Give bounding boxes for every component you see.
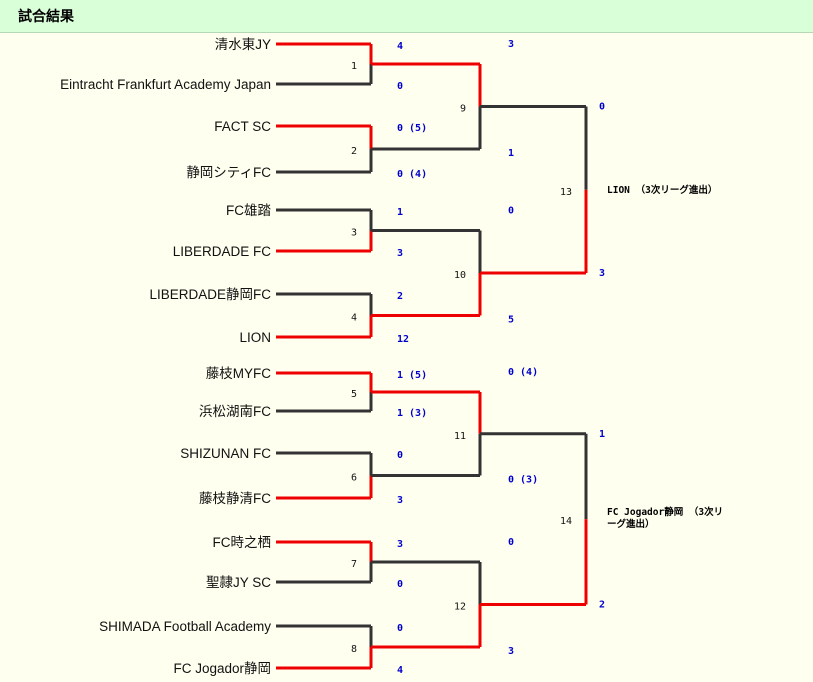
team-name: LION — [239, 330, 271, 345]
match-13-score-top: 0 — [599, 102, 605, 113]
team-name: SHIZUNAN FC — [180, 446, 271, 461]
match-10-number: 10 — [454, 270, 466, 281]
match-13-number: 13 — [560, 187, 572, 198]
match-6-score-bottom: 3 — [397, 495, 403, 506]
team-name: 藤枝静清FC — [199, 491, 271, 506]
match-11-score-bottom: 0 (3) — [508, 475, 538, 486]
match-13-score-bottom: 3 — [599, 268, 605, 279]
block-winner-label-line2: ーグ進出） — [607, 518, 655, 530]
match-4-score-bottom: 12 — [397, 334, 409, 345]
team-name: FC時之栖 — [213, 535, 272, 550]
match-2-score-top: 0 (5) — [397, 123, 427, 134]
team-name: 静岡シティFC — [186, 165, 271, 180]
page-header: 試合結果 — [0, 0, 813, 33]
match-7-score-bottom: 0 — [397, 579, 403, 590]
block-winner-label: LION （3次リーグ進出） — [607, 184, 717, 196]
match-9-score-top: 3 — [508, 39, 514, 50]
match-14-number: 14 — [560, 516, 572, 527]
match-14-score-bottom: 2 — [599, 600, 605, 611]
team-name: 藤枝MYFC — [206, 366, 271, 381]
match-5-score-top: 1 (5) — [397, 370, 427, 381]
block-winner-label-line1: FC Jogador静岡 （3次リ — [607, 506, 723, 518]
team-name: 清水東JY — [215, 37, 271, 52]
team-name: LIBERDADE FC — [173, 244, 272, 259]
match-5-score-bottom: 1 (3) — [397, 408, 427, 419]
match-3-score-top: 1 — [397, 207, 403, 218]
match-9-score-bottom: 1 — [508, 148, 514, 159]
match-10-score-top: 0 — [508, 206, 514, 217]
match-6-score-top: 0 — [397, 450, 403, 461]
match-3-number: 3 — [351, 228, 357, 239]
match-11-number: 11 — [454, 431, 466, 442]
match-4-number: 4 — [351, 313, 357, 324]
team-name: FACT SC — [214, 119, 271, 134]
match-2-score-bottom: 0 (4) — [397, 169, 427, 180]
match-7-score-top: 3 — [397, 539, 403, 550]
match-5-number: 5 — [351, 389, 357, 400]
match-8-score-top: 0 — [397, 623, 403, 634]
match-9-number: 9 — [460, 104, 466, 115]
team-name: LIBERDADE静岡FC — [149, 287, 271, 302]
match-3-score-bottom: 3 — [397, 248, 403, 259]
team-name: 浜松湖南FC — [199, 404, 271, 419]
team-name: SHIMADA Football Academy — [99, 619, 271, 634]
match-12-score-bottom: 3 — [508, 646, 514, 657]
match-8-score-bottom: 4 — [397, 665, 403, 676]
match-4-score-top: 2 — [397, 291, 403, 302]
match-12-number: 12 — [454, 602, 466, 613]
team-name: FC Jogador静岡 — [173, 661, 271, 676]
match-6-number: 6 — [351, 473, 357, 484]
match-8-number: 8 — [351, 644, 357, 655]
match-7-number: 7 — [351, 559, 357, 570]
match-12-score-top: 0 — [508, 537, 514, 548]
match-1-number: 1 — [351, 61, 357, 72]
match-1-score-bottom: 0 — [397, 81, 403, 92]
match-14-score-top: 1 — [599, 429, 605, 440]
page-title: 試合結果 — [18, 9, 74, 25]
team-name: Eintracht Frankfurt Academy Japan — [60, 77, 271, 92]
match-2-number: 2 — [351, 146, 357, 157]
team-name: FC雄踏 — [226, 203, 271, 218]
match-11-score-top: 0 (4) — [508, 367, 538, 378]
match-10-score-bottom: 5 — [508, 315, 514, 326]
match-1-score-top: 4 — [397, 41, 403, 52]
team-name: 聖隷JY SC — [206, 575, 271, 590]
